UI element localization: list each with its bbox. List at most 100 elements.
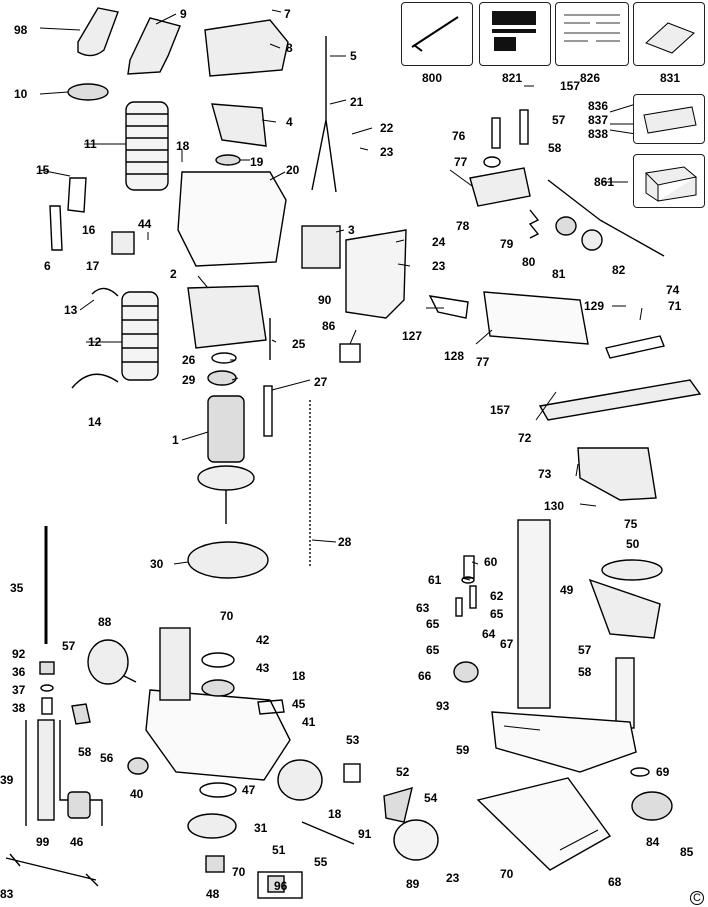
part-label-157b: 157 (490, 403, 511, 417)
part-label-62: 62 (490, 589, 504, 603)
part-label-58b: 58 (548, 141, 562, 155)
ring-42 (201, 652, 235, 668)
copyright-mark: C (690, 891, 704, 905)
part-label-31: 31 (254, 821, 268, 835)
part-label-23b: 23 (432, 259, 446, 273)
part-label-54: 54 (424, 791, 438, 805)
part-label-3: 3 (348, 223, 355, 237)
part-label-37: 37 (12, 683, 26, 697)
book-icon (645, 22, 695, 54)
part-label-90: 90 (318, 293, 332, 307)
knob-81 (581, 229, 603, 251)
column-59b (615, 657, 635, 729)
part-label-826: 826 (580, 71, 601, 85)
part-label-73: 73 (538, 467, 552, 481)
part-label-86: 86 (322, 319, 336, 333)
edge-guide-128 (483, 291, 589, 345)
part-label-88: 88 (98, 615, 112, 629)
switch (301, 225, 341, 269)
part-label-30: 30 (150, 557, 164, 571)
spring-79 (528, 209, 540, 239)
column-59 (517, 519, 551, 709)
nut (39, 661, 55, 675)
part-label-43: 43 (256, 661, 270, 675)
part-label-77: 77 (454, 155, 468, 169)
wing-knob (71, 703, 91, 725)
part-label-58: 58 (78, 745, 92, 759)
part-label-46: 46 (70, 835, 84, 849)
part-label-18c: 18 (328, 807, 342, 821)
screw-57 (519, 109, 529, 145)
part-label-98: 98 (14, 23, 28, 37)
part-label-831: 831 (660, 71, 681, 85)
case-icon (644, 166, 698, 202)
part-label-20: 20 (286, 163, 300, 177)
bearing-ring (187, 541, 269, 579)
part-label-57b: 57 (552, 113, 566, 127)
box-861 (633, 154, 705, 208)
part-label-53: 53 (346, 733, 360, 747)
part-label-63: 63 (416, 601, 430, 615)
part-label-18: 18 (176, 139, 190, 153)
part-label-130: 130 (544, 499, 565, 513)
part-label-81: 81 (552, 267, 566, 281)
part-label-21: 21 (350, 95, 364, 109)
part-label-5: 5 (350, 49, 357, 63)
screw-62 (469, 585, 477, 609)
part-label-79: 79 (500, 237, 514, 251)
part-label-60: 60 (484, 555, 498, 569)
part-label-29: 29 (182, 373, 196, 387)
part-label-6: 6 (44, 259, 51, 273)
collet-31 (187, 813, 237, 839)
sub-base-68 (476, 777, 612, 871)
spec-card-icon (564, 14, 620, 42)
nut-80 (555, 216, 577, 236)
switch-plate (211, 103, 267, 147)
screw-76 (491, 117, 501, 149)
part-label-85: 85 (680, 845, 694, 859)
part-label-51: 51 (272, 843, 286, 857)
part-label-26: 26 (182, 353, 196, 367)
part-label-4: 4 (286, 115, 293, 129)
part-label-65: 65 (490, 607, 504, 621)
part-label-65c: 65 (426, 643, 440, 657)
part-label-39: 39 (0, 773, 14, 787)
knob-46 (67, 791, 91, 819)
part-label-89: 89 (406, 877, 420, 891)
part-label-55: 55 (314, 855, 328, 869)
part-label-70c: 70 (500, 867, 514, 881)
part-label-74: 74 (666, 283, 680, 297)
part-label-68: 68 (608, 875, 622, 889)
part-label-47: 47 (242, 783, 256, 797)
part-label-78: 78 (456, 219, 470, 233)
ring-47 (199, 782, 237, 798)
part-label-99: 99 (36, 835, 50, 849)
part-label-28: 28 (338, 535, 352, 549)
part-label-16: 16 (82, 223, 96, 237)
part-label-129: 129 (584, 299, 605, 313)
bushing (215, 154, 241, 166)
part-label-11: 11 (84, 137, 97, 151)
part-label-72: 72 (518, 431, 532, 445)
part-label-23: 23 (380, 145, 394, 159)
brush-holder (67, 177, 87, 213)
insulation-plate (111, 231, 135, 255)
box-821 (479, 2, 551, 66)
leader-lines (39, 9, 643, 851)
part-label-66: 66 (418, 669, 432, 683)
lower-bellows (121, 291, 159, 381)
washer-61 (461, 576, 475, 584)
part-label-57: 57 (62, 639, 76, 653)
part-label-52: 52 (396, 765, 410, 779)
part-label-76: 76 (452, 129, 466, 143)
bellows (125, 101, 169, 191)
depth-knob (87, 639, 129, 685)
part-label-837: 837 (588, 113, 609, 127)
part-label-40: 40 (130, 787, 144, 801)
part-label-24: 24 (432, 235, 446, 249)
part-label-838: 838 (588, 127, 609, 141)
part-label-44: 44 (138, 217, 152, 231)
nut-96 (257, 871, 303, 899)
part-label-861: 861 (594, 175, 615, 189)
part-label-65b: 65 (426, 617, 440, 631)
